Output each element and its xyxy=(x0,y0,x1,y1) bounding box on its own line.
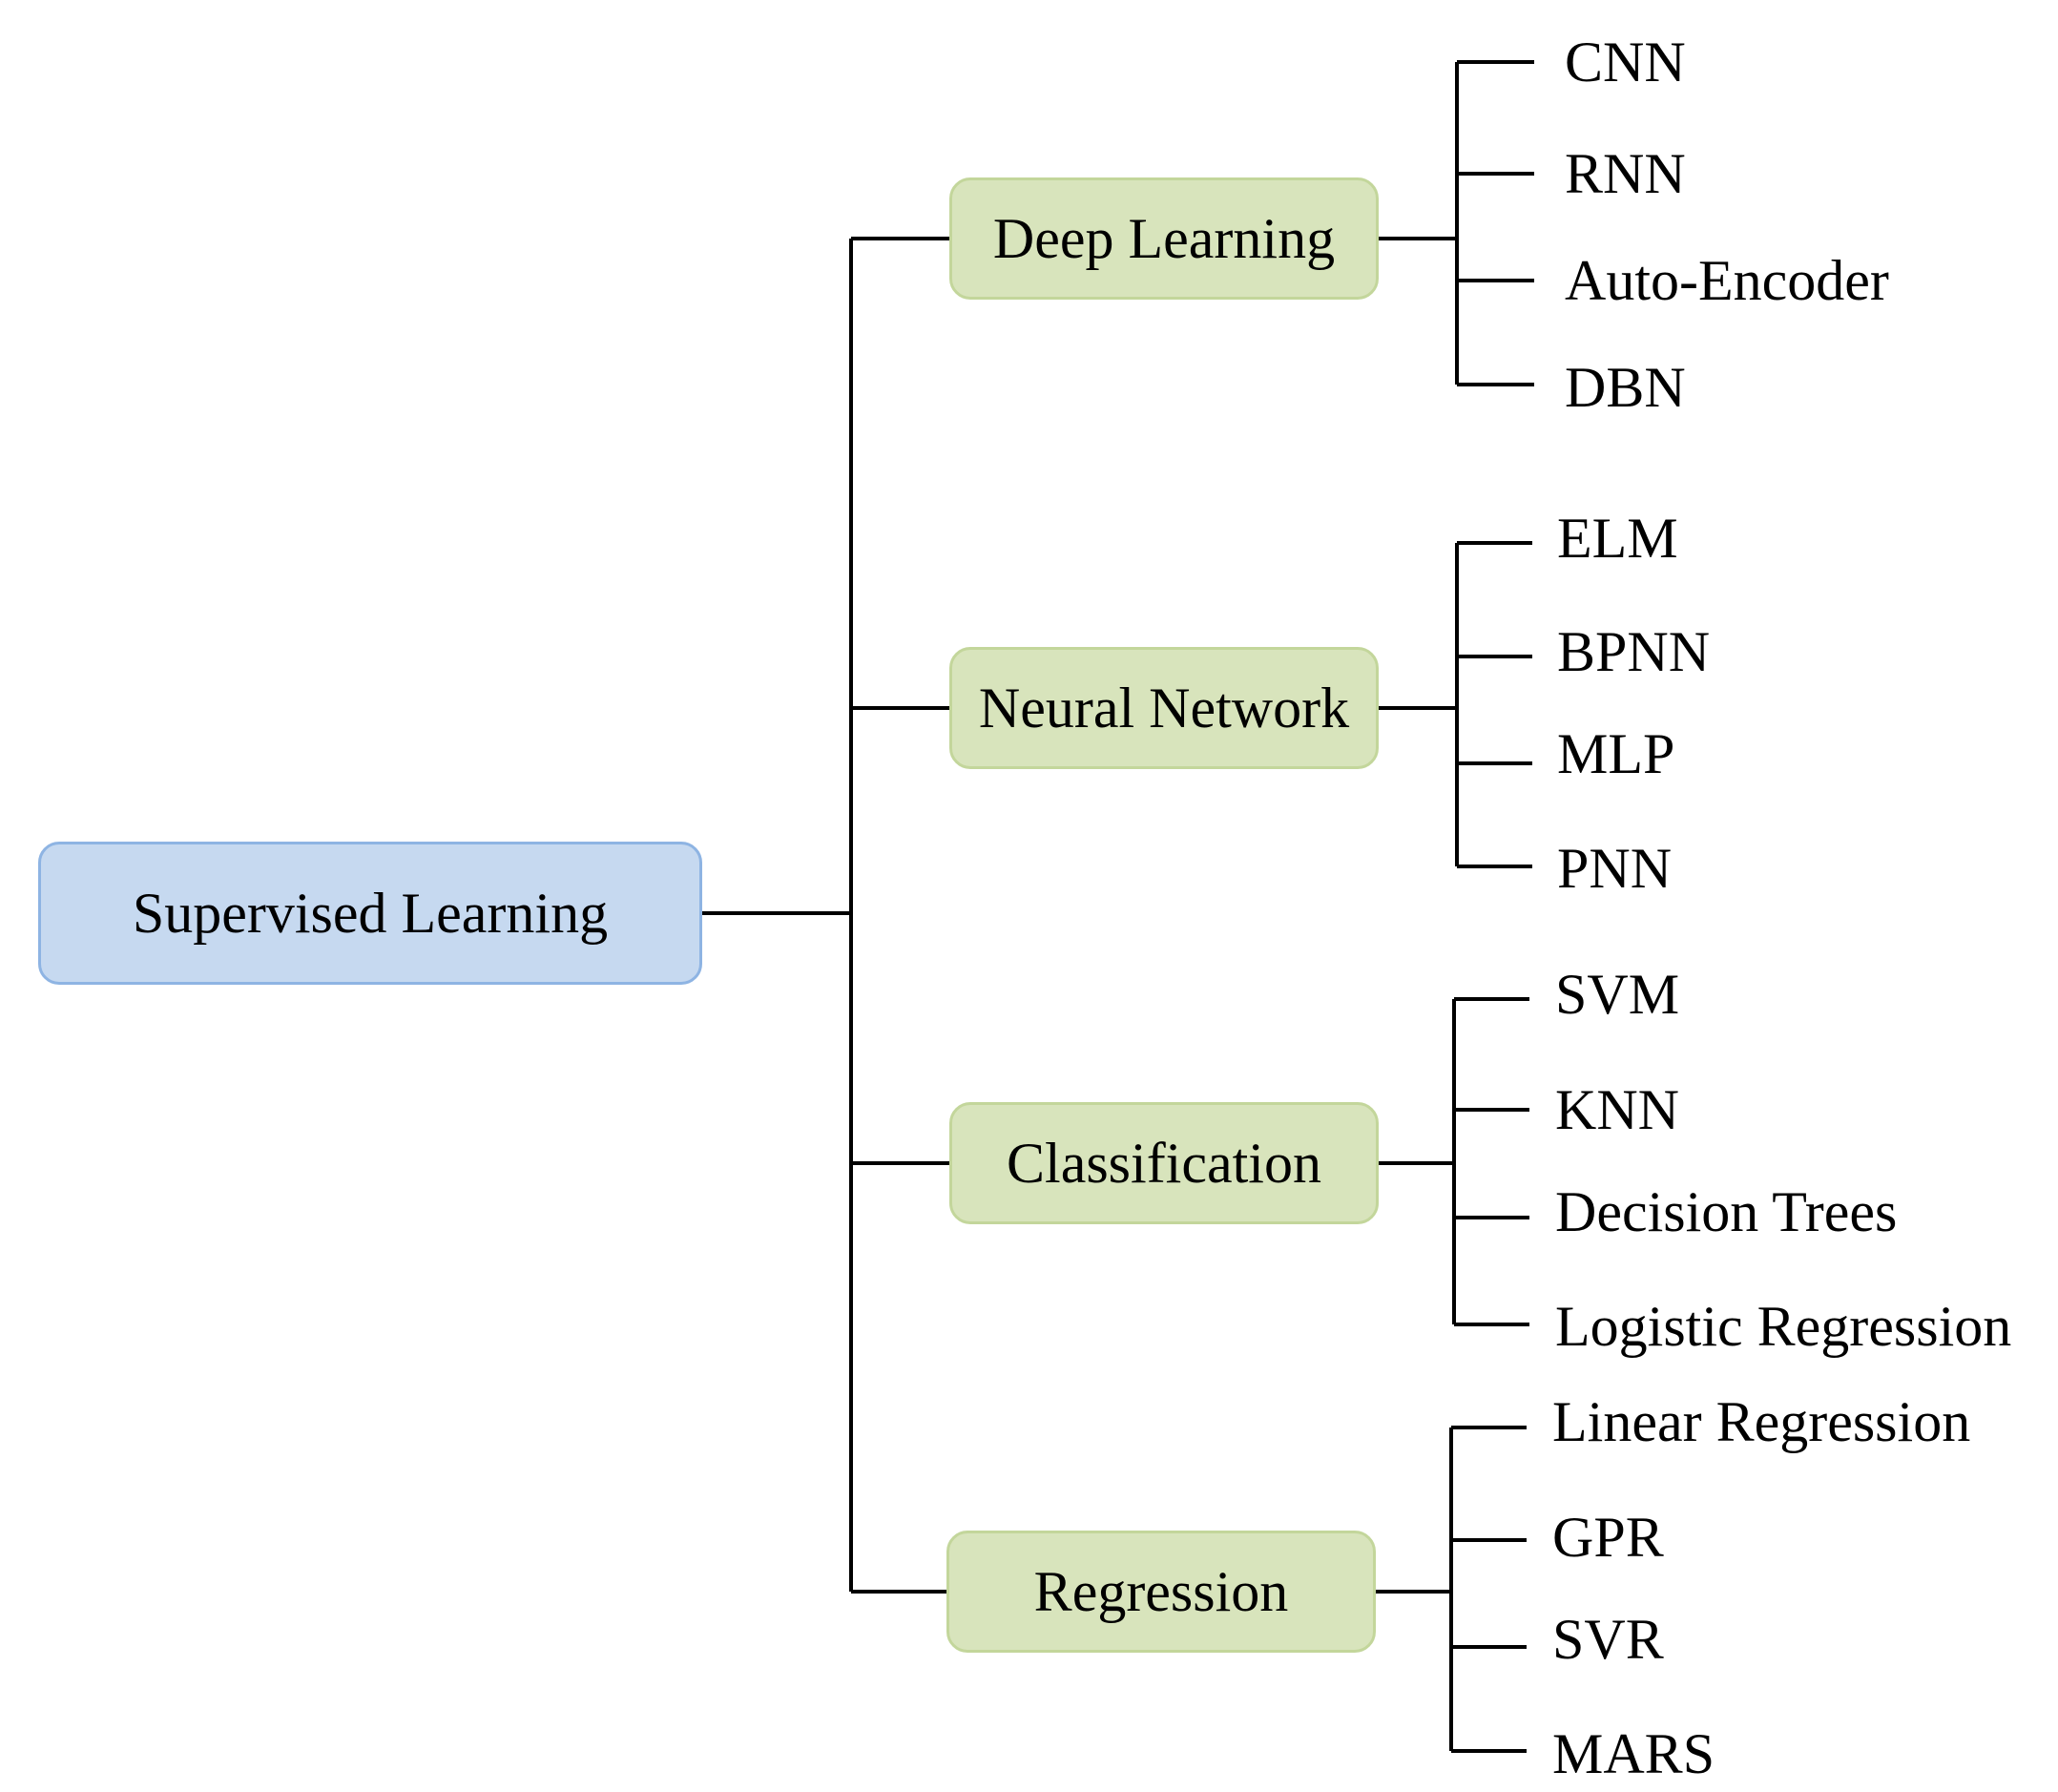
leaf-item-dbn: DBN xyxy=(1565,356,1686,419)
category-label: Regression xyxy=(1033,1559,1289,1623)
leaf-item-auto-encoder: Auto-Encoder xyxy=(1565,249,1889,312)
category-label: Deep Learning xyxy=(992,206,1336,270)
category-node-classification: Classification xyxy=(949,1102,1379,1224)
leaf-item-svm: SVM xyxy=(1555,963,1680,1026)
leaf-item-rnn: RNN xyxy=(1565,142,1686,205)
root-node: Supervised Learning xyxy=(38,842,702,985)
leaf-item-pnn: PNN xyxy=(1557,837,1673,900)
category-label: Neural Network xyxy=(978,676,1350,740)
leaf-item-cnn: CNN xyxy=(1565,31,1686,94)
root-node-label: Supervised Learning xyxy=(132,881,609,945)
category-node-deep-learning: Deep Learning xyxy=(949,177,1379,300)
leaf-item-svr: SVR xyxy=(1552,1608,1664,1671)
leaf-item-gpr: GPR xyxy=(1552,1506,1664,1569)
leaf-item-elm: ELM xyxy=(1557,507,1678,570)
category-node-neural-network: Neural Network xyxy=(949,647,1379,769)
leaf-item-knn: KNN xyxy=(1555,1078,1679,1141)
leaf-item-bpnn: BPNN xyxy=(1557,620,1711,683)
leaf-item-mlp: MLP xyxy=(1557,722,1675,785)
leaf-item-linear-regression: Linear Regression xyxy=(1552,1390,1971,1453)
category-node-regression: Regression xyxy=(946,1531,1376,1653)
leaf-item-logistic-regression: Logistic Regression xyxy=(1555,1295,2012,1358)
leaf-item-decision-trees: Decision Trees xyxy=(1555,1180,1898,1243)
category-label: Classification xyxy=(1007,1131,1321,1195)
leaf-item-mars: MARS xyxy=(1552,1722,1715,1785)
